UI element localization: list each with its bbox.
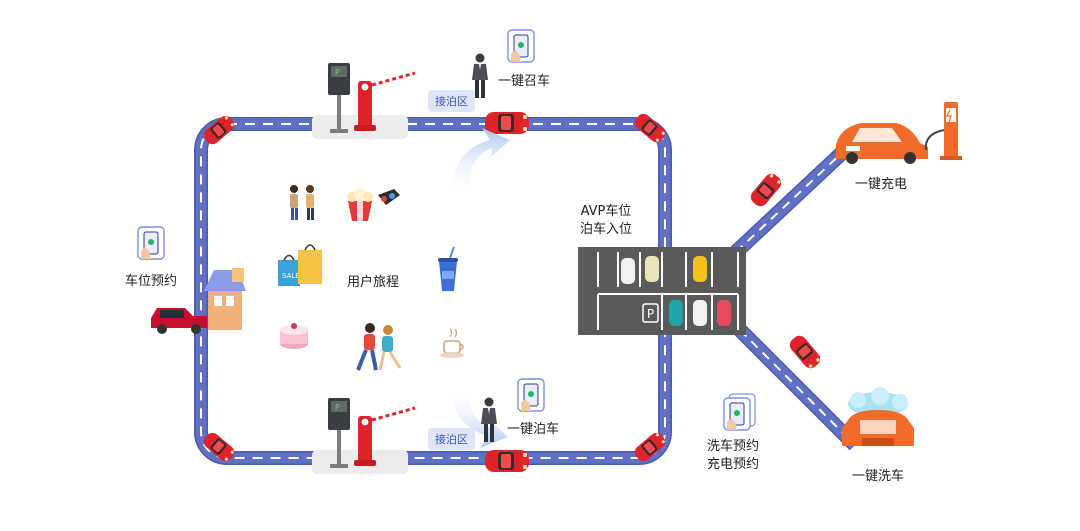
phone-app-icon <box>517 378 545 412</box>
parked-car-white <box>621 258 635 284</box>
parked-car-yellow <box>693 256 707 282</box>
wash-label: 一键洗车 <box>852 469 905 484</box>
red-car-icon <box>485 450 529 472</box>
charge-label: 一键充电 <box>855 177 908 192</box>
entry-gate-top <box>310 61 417 141</box>
road-branch-charge <box>730 144 851 258</box>
road-branch-wash <box>734 324 861 451</box>
couple-icon <box>290 185 314 220</box>
avp-parking-lot: P <box>578 247 746 335</box>
red-car-icon <box>786 332 824 372</box>
phone-app-icon <box>723 393 756 431</box>
parking-p-sign <box>642 303 659 323</box>
phone-app-icon <box>137 226 165 260</box>
car-wash-icon <box>842 387 914 446</box>
parked-car-teal <box>669 300 683 326</box>
parked-car-cream <box>645 256 659 282</box>
pickup-zone-tag-top: 接泊区 <box>428 90 475 112</box>
park-label: 一键泊车 <box>507 422 560 437</box>
red-car-icon <box>485 112 529 134</box>
svg-text:SALE: SALE <box>282 272 300 280</box>
charge-reserve-text: 充电预约 <box>706 457 760 472</box>
parked-car-pink <box>717 300 731 326</box>
wash-charge-reserve-label: 洗车预约 充电预约 <box>707 438 759 474</box>
parked-car-white-2 <box>693 300 707 326</box>
cake-icon <box>280 323 308 349</box>
popcorn-icon <box>347 188 400 221</box>
summon-flow-arrow <box>452 128 510 195</box>
charging-station-icon <box>924 102 962 160</box>
wash-reserve-text: 洗车预约 <box>706 439 760 454</box>
reserve-spot-label: 车位预约 <box>125 274 178 289</box>
orange-car-charging-icon <box>836 123 928 164</box>
entry-gate-bottom <box>310 396 417 476</box>
shopping-bags-icon: SALE <box>278 244 322 286</box>
coffee-icon <box>440 328 464 358</box>
avp-label: AVP车位 泊车入位 <box>580 203 632 239</box>
pickup-zone-tag-bottom: 接泊区 <box>428 428 475 450</box>
parking-p-text: P <box>647 307 654 321</box>
car-at-home-icon <box>151 308 207 334</box>
running-couple-icon <box>356 323 402 371</box>
drink-icon <box>438 246 458 291</box>
user-journey-label: 用户旅程 <box>347 275 400 290</box>
summon-label: 一键召车 <box>498 74 551 89</box>
avp-label-line2: 泊车入位 <box>579 222 633 237</box>
phone-app-icon <box>507 29 535 63</box>
avp-label-line1: AVP车位 <box>580 204 632 219</box>
house-icon <box>204 268 246 330</box>
